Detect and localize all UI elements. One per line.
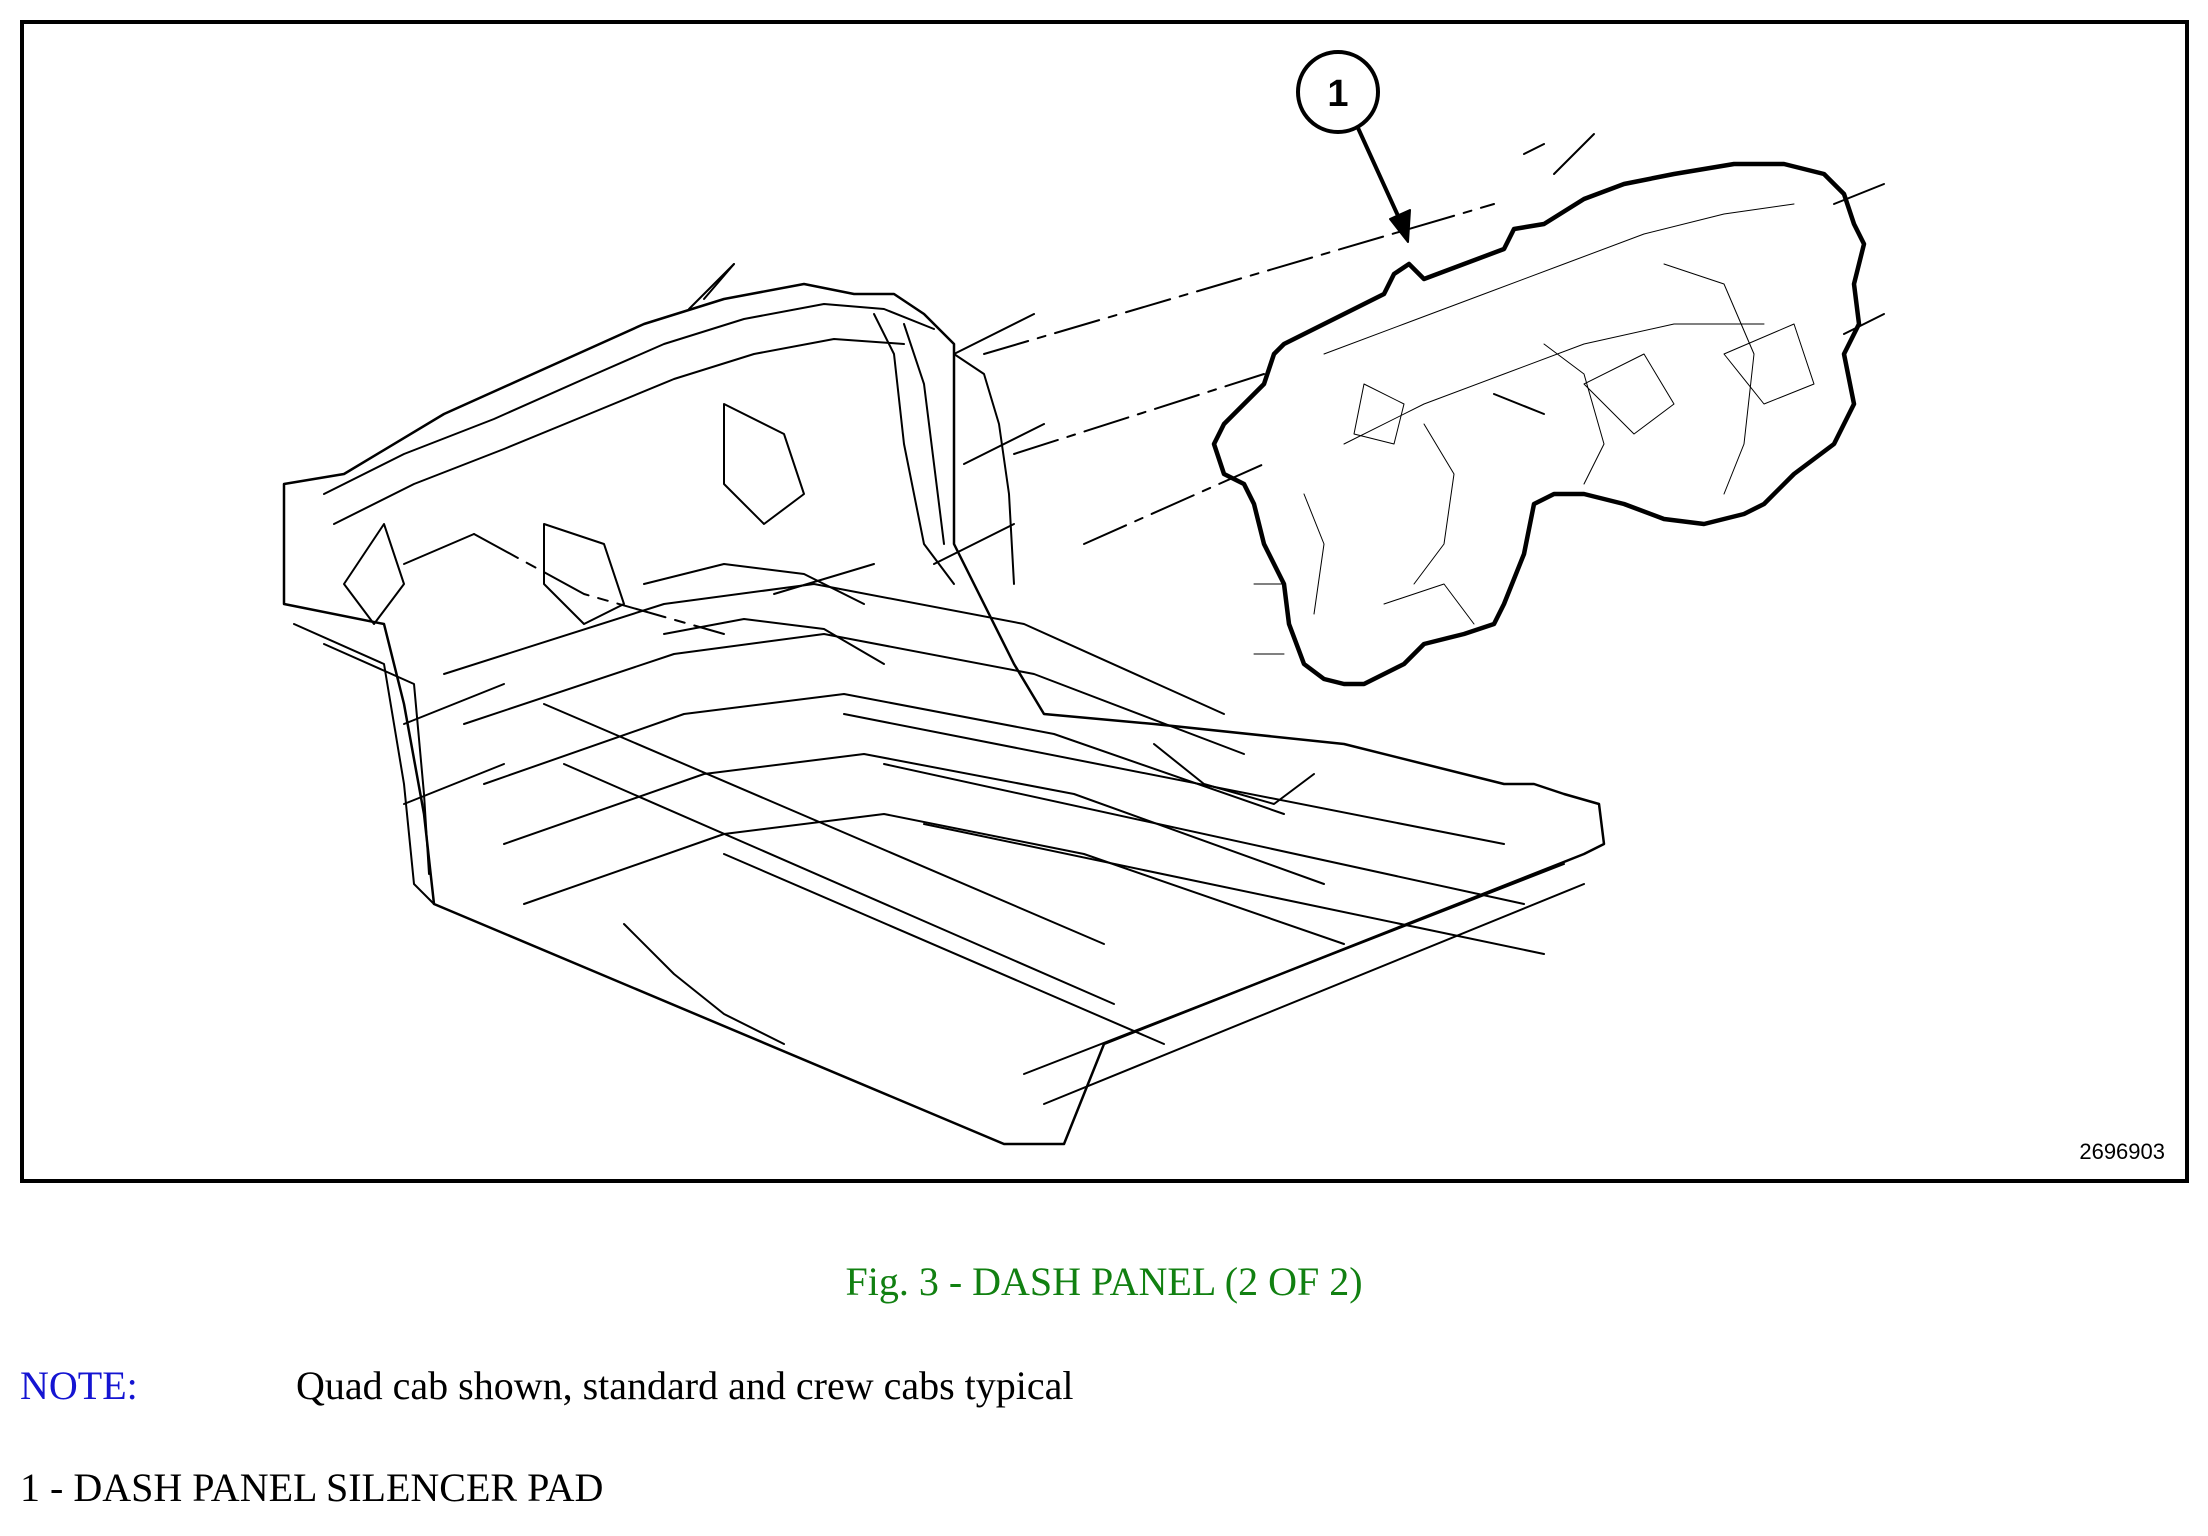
figure-id: 2696903	[2079, 1139, 2165, 1164]
callout-arrow-line	[1356, 126, 1406, 231]
callout-circle	[1296, 50, 1380, 134]
callout-arrowhead	[1389, 209, 1411, 243]
dash-dot-leaders	[983, 203, 1495, 545]
callout-number: 1	[1327, 73, 1348, 115]
callout-1: 1	[1296, 50, 1411, 243]
figure-caption: Fig. 3 - DASH PANEL (2 OF 2)	[845, 1259, 1363, 1304]
legend-item: 1 - DASH PANEL SILENCER PAD	[20, 1465, 604, 1510]
note: NOTE: Quad cab shown, standard and crew c…	[20, 1362, 1074, 1409]
legend: 1 - DASH PANEL SILENCER PAD	[20, 1464, 603, 1511]
figure-frame: 1 2696903	[20, 20, 2189, 1183]
note-label: NOTE:	[20, 1363, 138, 1408]
alignment-lines-body	[403, 263, 1045, 805]
note-text: Quad cab shown, standard and crew cabs t…	[296, 1363, 1074, 1408]
body-floor-pan	[282, 282, 1606, 1146]
dash-panel-illustration: 1	[282, 50, 1885, 1146]
dash-panel-silencer-pad	[1211, 161, 1867, 687]
pad-fastener-lines	[1493, 133, 1885, 415]
